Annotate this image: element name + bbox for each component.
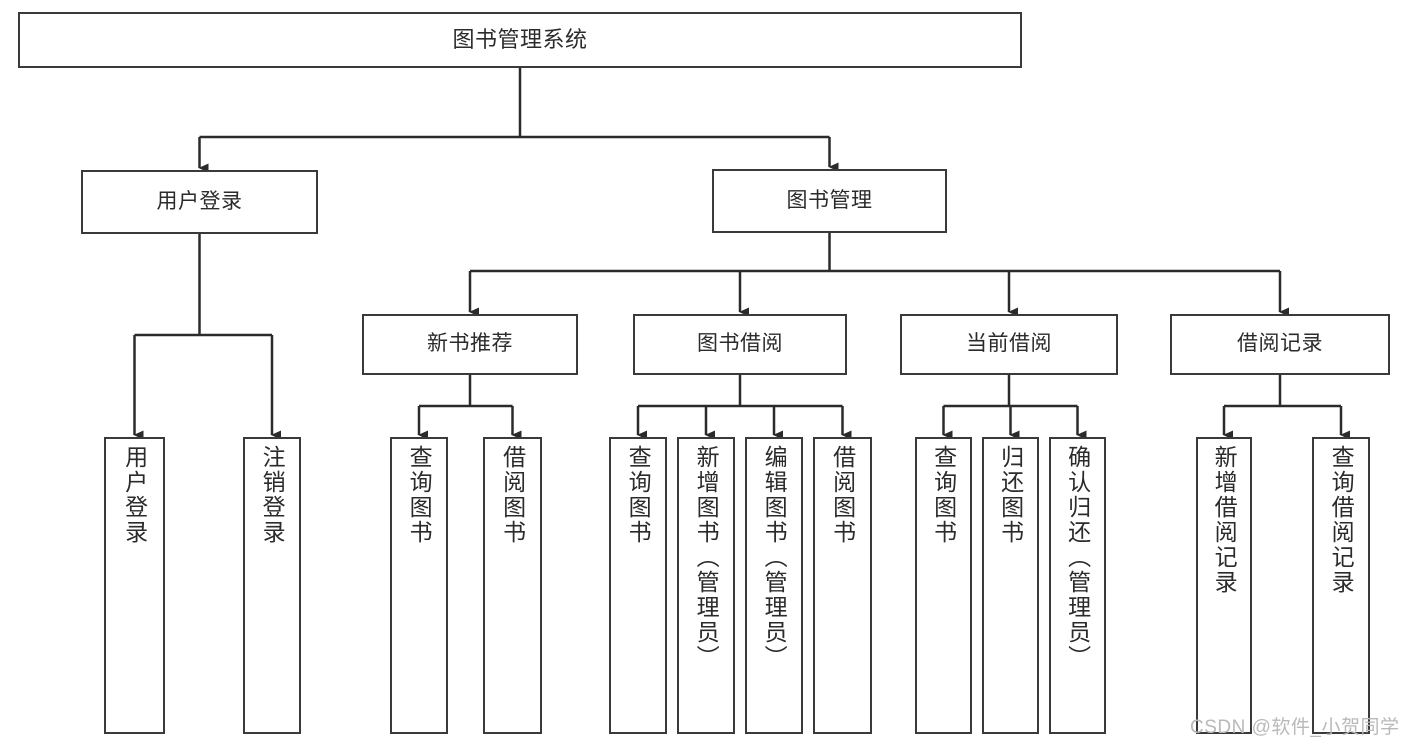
node-leaf-return-book[interactable]: 归还图书	[982, 437, 1039, 734]
node-newbook[interactable]: 新书推荐	[362, 314, 578, 375]
node-label: 用户登录	[156, 189, 243, 213]
node-label: 查询借阅记录	[1328, 445, 1355, 595]
node-leaf-query-book-3[interactable]: 查询图书	[915, 437, 972, 734]
node-label: 编辑图书（管理员）	[761, 445, 788, 670]
node-leaf-query-record[interactable]: 查询借阅记录	[1312, 437, 1370, 734]
node-leaf-add-book[interactable]: 新增图书（管理员）	[677, 437, 735, 734]
node-label: 图书管理	[786, 188, 873, 212]
node-leaf-query-book-2[interactable]: 查询图书	[609, 437, 667, 734]
node-label: 新增图书（管理员）	[693, 445, 720, 670]
node-leaf-confirm-return[interactable]: 确认归还（管理员）	[1049, 437, 1106, 734]
node-current[interactable]: 当前借阅	[900, 314, 1118, 375]
node-leaf-query-book-1[interactable]: 查询图书	[390, 437, 448, 734]
node-label: 注销登录	[259, 445, 286, 545]
node-label: 查询图书	[625, 445, 652, 545]
node-label: 图书管理系统	[452, 27, 588, 53]
node-label: 确认归还（管理员）	[1064, 445, 1091, 670]
node-root[interactable]: 图书管理系统	[18, 12, 1022, 68]
node-login[interactable]: 用户登录	[81, 170, 318, 234]
node-label: 查询图书	[406, 445, 433, 545]
node-leaf-add-record[interactable]: 新增借阅记录	[1196, 437, 1252, 734]
node-label: 归还图书	[997, 445, 1024, 545]
node-label: 借阅图书	[499, 445, 526, 545]
node-label: 用户登录	[121, 445, 148, 545]
node-label: 借阅图书	[829, 445, 856, 545]
node-label: 当前借阅	[966, 332, 1052, 356]
node-leaf-user-login[interactable]: 用户登录	[104, 437, 165, 734]
edge-paths	[133, 68, 1350, 440]
node-label: 图书借阅	[697, 332, 783, 356]
node-label: 新增借阅记录	[1211, 445, 1238, 595]
node-records[interactable]: 借阅记录	[1170, 314, 1390, 375]
node-label: 新书推荐	[427, 332, 513, 356]
node-leaf-edit-book[interactable]: 编辑图书（管理员）	[745, 437, 803, 734]
node-label: 借阅记录	[1237, 332, 1323, 356]
node-borrow[interactable]: 图书借阅	[633, 314, 847, 375]
node-leaf-borrow-book-1[interactable]: 借阅图书	[483, 437, 542, 734]
node-bookmgmt[interactable]: 图书管理	[712, 169, 947, 233]
node-leaf-borrow-book-2[interactable]: 借阅图书	[813, 437, 872, 734]
node-label: 查询图书	[930, 445, 957, 545]
node-leaf-user-logout[interactable]: 注销登录	[243, 437, 301, 734]
